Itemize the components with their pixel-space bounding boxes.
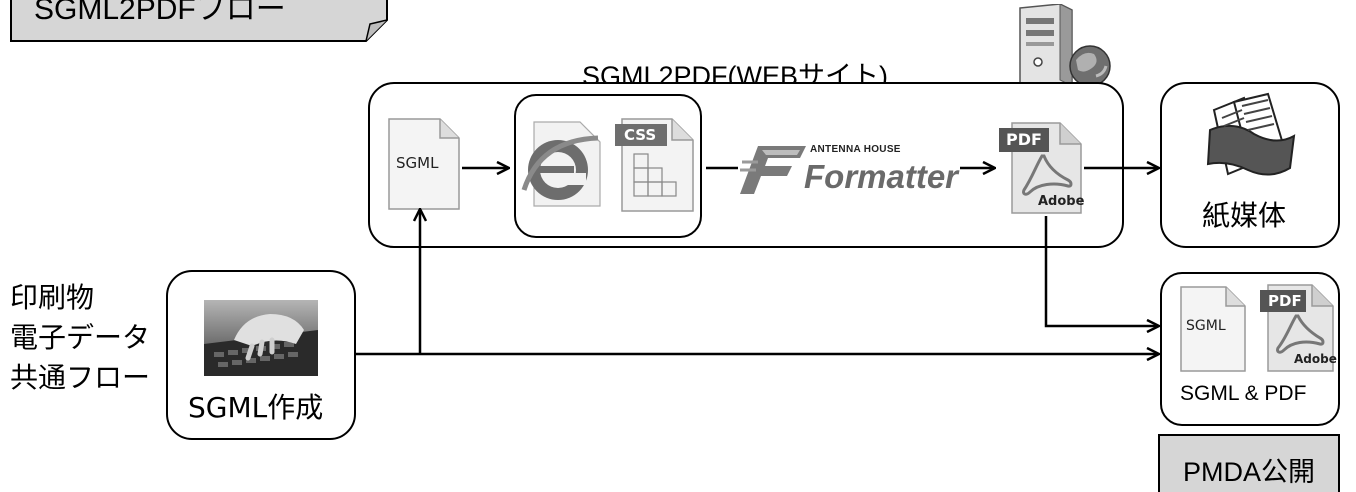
adobe-doc-label: Adobe xyxy=(1038,194,1085,209)
output-sgml-document-icon: SGML xyxy=(1180,286,1246,372)
antenna-house-formatter-logo: ANTENNA HOUSE Formatter xyxy=(740,140,960,200)
output-adobe-label: Adobe xyxy=(1294,352,1337,366)
pdf-document-icon: PDF Adobe xyxy=(998,122,1085,214)
output-pdf-label: PDF xyxy=(1268,292,1302,310)
paper-documents-icon xyxy=(1206,92,1296,176)
flow-title-tag: SGML2PDFフロー xyxy=(10,0,388,42)
caption-line-electronic: 電子データ xyxy=(10,321,151,354)
arrow-pdf-to-output xyxy=(1044,216,1158,326)
paper-media-label: 紙媒体 xyxy=(1202,199,1287,232)
web-site-box xyxy=(368,82,1124,248)
sgml-pdf-output-label: SGML & PDF xyxy=(1180,382,1307,405)
caption-line-common-flow: 共通フロー xyxy=(10,361,151,394)
internet-explorer-icon xyxy=(521,121,601,207)
css-doc-label: CSS xyxy=(624,126,657,144)
sgml-doc-label: SGML xyxy=(396,154,439,172)
pdf-doc-label: PDF xyxy=(1006,130,1042,149)
keyboard-typing-photo xyxy=(204,300,318,376)
pmda-publish-label: PMDA公開 xyxy=(1182,457,1315,487)
caption-line-printed: 印刷物 xyxy=(10,281,95,314)
left-caption: 印刷物 電子データ 共通フロー xyxy=(10,278,150,398)
sgml-document-icon: SGML xyxy=(388,118,460,210)
sgml-creation-box xyxy=(166,270,356,440)
sgml-creation-label: SGML作成 xyxy=(188,391,324,424)
flow-title: SGML2PDFフロー xyxy=(34,0,286,26)
css-document-icon: CSS xyxy=(614,118,694,212)
output-pdf-document-icon: PDF Adobe xyxy=(1254,284,1337,372)
pmda-publish-tag: PMDA公開 xyxy=(1158,434,1340,492)
formatter-brand-big: Formatter xyxy=(804,158,959,195)
formatter-brand-small: ANTENNA HOUSE xyxy=(810,144,901,155)
output-sgml-label: SGML xyxy=(1186,318,1226,334)
